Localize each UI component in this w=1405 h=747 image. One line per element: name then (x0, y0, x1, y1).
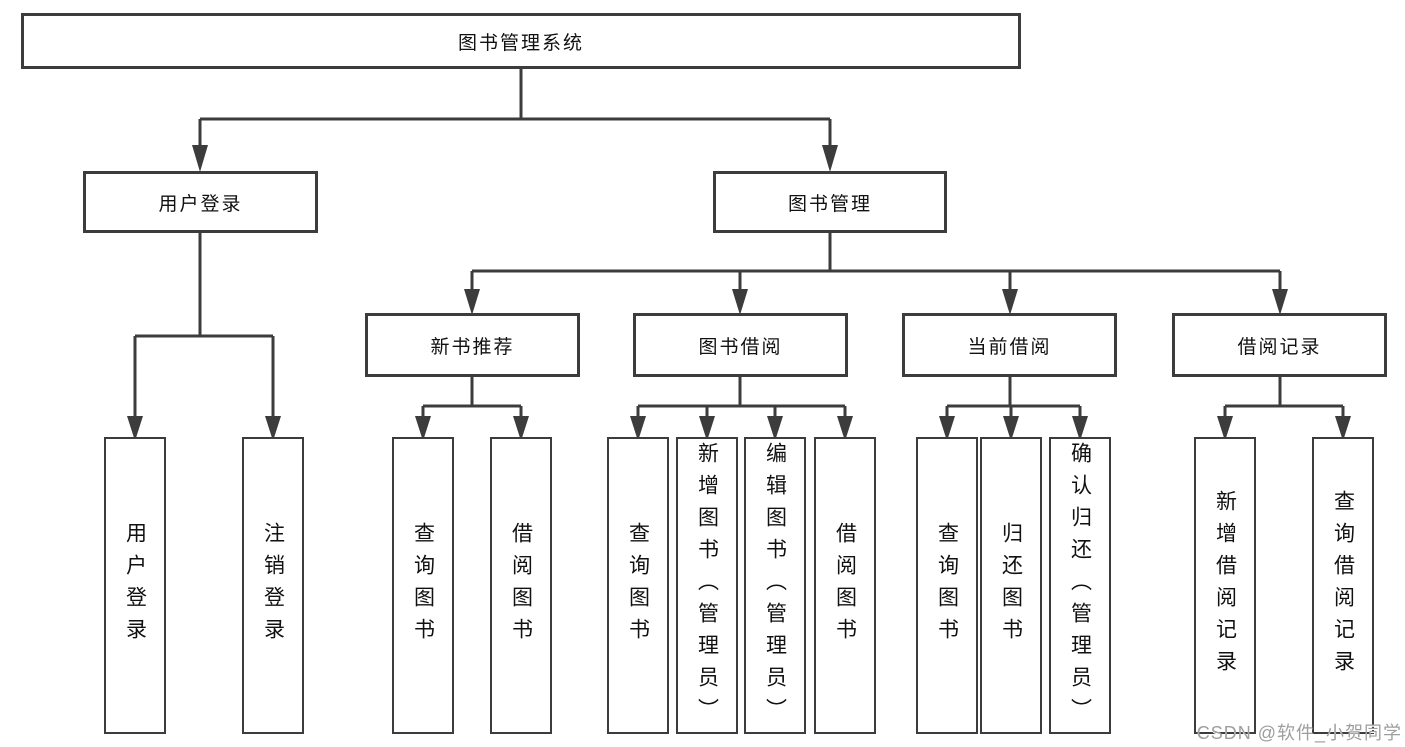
leaf-borrow-books-recommend: 借阅图书 (490, 437, 552, 734)
leaf-query-books-recommend-label: 查询图书 (411, 521, 435, 650)
leaf-return-book-label: 归还图书 (999, 521, 1023, 650)
node-book-borrow: 图书借阅 (633, 313, 848, 377)
leaf-query-borrow-record-label: 查询借阅记录 (1331, 489, 1355, 682)
csdn-watermark: CSDN @软件_小贺同学 (1196, 723, 1402, 743)
node-new-book-recommend: 新书推荐 (365, 313, 580, 377)
leaf-query-books-borrow-label: 查询图书 (626, 521, 650, 650)
leaf-query-books-current: 查询图书 (916, 437, 978, 734)
node-user-login: 用户登录 (83, 171, 318, 233)
leaf-logout-label: 注销登录 (261, 521, 285, 650)
leaf-user-login: 用户登录 (104, 437, 166, 734)
leaf-query-books-borrow: 查询图书 (607, 437, 669, 734)
leaf-confirm-return-admin: 确认归还（管理员） (1049, 437, 1111, 734)
node-borrow-records: 借阅记录 (1172, 313, 1387, 377)
leaf-logout: 注销登录 (242, 437, 304, 734)
node-book-management: 图书管理 (713, 171, 947, 233)
node-library-management-system: 图书管理系统 (21, 13, 1021, 69)
leaf-query-books-recommend: 查询图书 (392, 437, 454, 734)
leaf-borrow-books: 借阅图书 (814, 437, 876, 734)
leaf-borrow-books-recommend-label: 借阅图书 (509, 521, 533, 650)
leaf-return-book: 归还图书 (980, 437, 1042, 734)
leaf-user-login-label: 用户登录 (123, 521, 147, 650)
leaf-confirm-return-admin-label: 确认归还（管理员） (1068, 441, 1092, 730)
leaf-add-borrow-record: 新增借阅记录 (1194, 437, 1256, 734)
leaf-add-borrow-record-label: 新增借阅记录 (1213, 489, 1237, 682)
leaf-borrow-books-label: 借阅图书 (833, 521, 857, 650)
leaf-edit-book-admin-label: 编辑图书（管理员） (763, 441, 787, 730)
leaf-query-books-current-label: 查询图书 (935, 521, 959, 650)
arrowheads (127, 145, 1351, 441)
leaf-query-borrow-record: 查询借阅记录 (1312, 437, 1374, 734)
node-current-borrow: 当前借阅 (902, 313, 1117, 377)
leaf-add-book-admin-label: 新增图书（管理员） (695, 441, 719, 730)
leaf-edit-book-admin: 编辑图书（管理员） (744, 437, 806, 734)
leaf-add-book-admin: 新增图书（管理员） (676, 437, 738, 734)
